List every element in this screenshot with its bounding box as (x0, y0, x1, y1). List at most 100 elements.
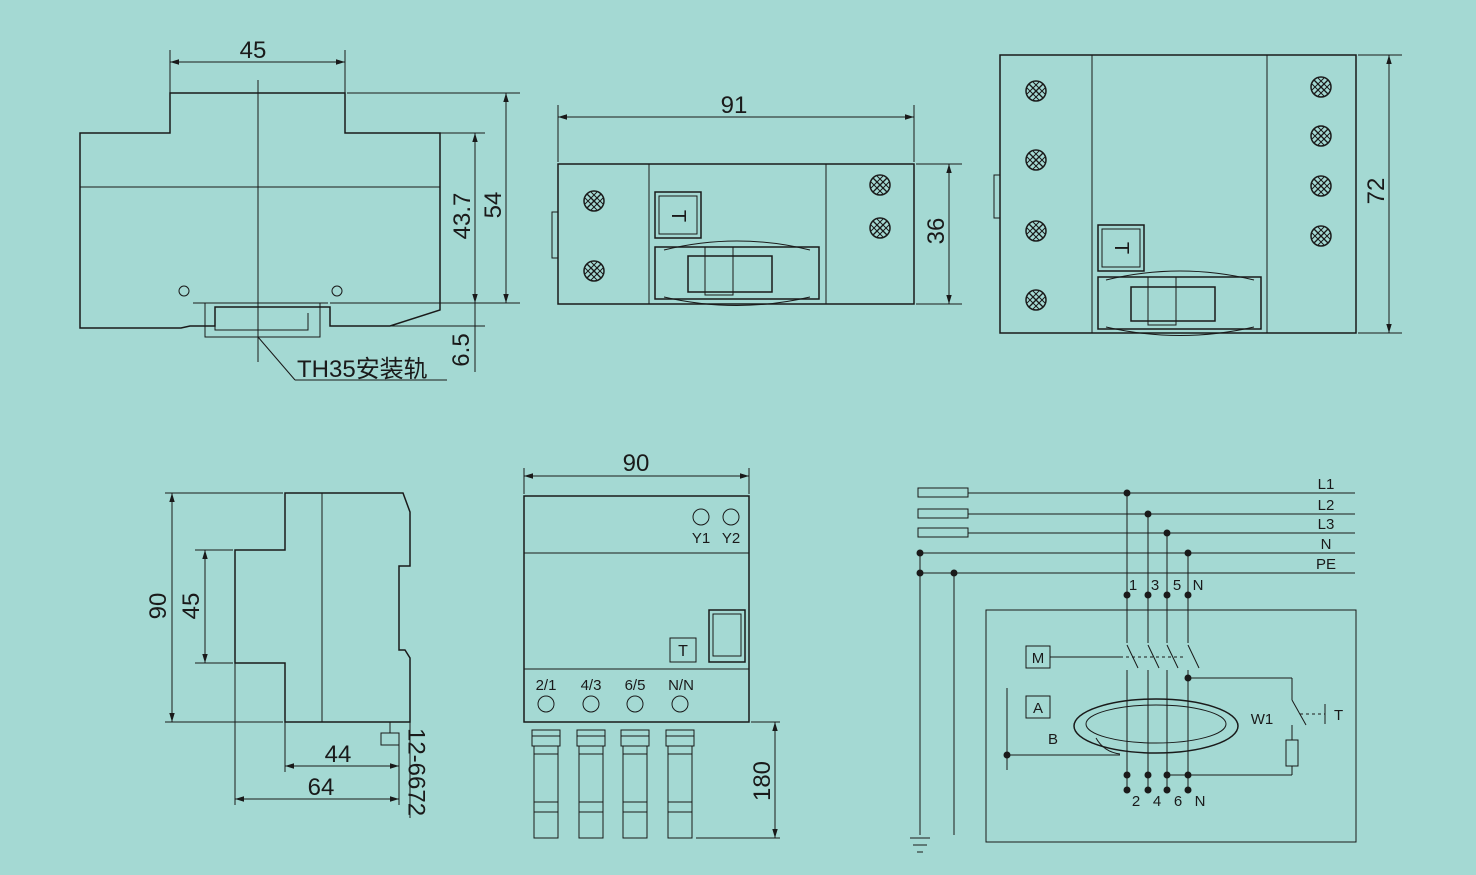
side-clip (993, 174, 1001, 219)
fuse (917, 508, 969, 519)
terminal-screw (1025, 220, 1047, 242)
terminal-screw (1310, 225, 1332, 247)
test-button-label: T (678, 643, 688, 660)
main-terminal-label: 2/1 (536, 677, 557, 694)
rail-leader (257, 336, 296, 381)
terminal-screw (1025, 149, 1047, 171)
lever-frame (654, 246, 820, 300)
terminal-screw (1310, 175, 1332, 197)
profile-view: 90 45 44 64 12-6672 (145, 492, 430, 818)
test-button (1101, 228, 1141, 268)
dim-height-label: 72 (1363, 178, 1390, 205)
handle (712, 613, 742, 657)
toggle-lever (1130, 286, 1216, 322)
junction (1184, 591, 1192, 599)
dim-total-height-label: 90 (145, 593, 172, 620)
pole (1144, 510, 1160, 794)
motor-box-label: M (1032, 650, 1045, 667)
input-terminal-label: 3 (1151, 577, 1159, 594)
amplifier-box (1025, 695, 1051, 719)
ground-symbol (910, 837, 930, 853)
terminal-screw (1025, 289, 1047, 311)
amplifier-box-label: A (1033, 700, 1043, 717)
terminal-screw (1310, 76, 1332, 98)
test-button (669, 637, 697, 663)
junction (1163, 771, 1171, 779)
output-terminal-label: 2 (1132, 793, 1140, 810)
main-terminal (582, 695, 600, 713)
lever-guide (663, 240, 811, 306)
output-terminal-label: 4 (1153, 793, 1161, 810)
dim-body-height-label: 43.7 (449, 193, 476, 240)
main-terminal-label: 4/3 (581, 677, 602, 694)
junction (1144, 771, 1152, 779)
profile-outline (234, 492, 411, 723)
dim-depth-front-label: 44 (325, 741, 352, 768)
junction (1123, 786, 1131, 794)
toggle-lever-grip (1147, 276, 1177, 326)
junction (1163, 591, 1171, 599)
junction (1123, 771, 1131, 779)
mount-hole (178, 285, 190, 297)
front-large-body (999, 54, 1357, 334)
terminal-screw (869, 217, 891, 239)
profile-tab (380, 732, 400, 746)
pole (1123, 489, 1139, 794)
test-resistor (1285, 739, 1299, 767)
dim-width-label: 90 (623, 450, 650, 477)
pole (1163, 529, 1179, 794)
test-button-frame (1097, 224, 1145, 272)
terminal-screw (1025, 80, 1047, 102)
lead-wires (531, 729, 695, 839)
dim-width-label: 91 (721, 92, 748, 119)
junction (1144, 786, 1152, 794)
main-terminal (671, 695, 689, 713)
main-terminal (626, 695, 644, 713)
terminal-body (523, 495, 750, 723)
input-terminal-label: 1 (1129, 577, 1137, 594)
handle-window (708, 609, 746, 663)
front-view-large: T 72 (993, 54, 1402, 336)
line-label: PE (1316, 556, 1336, 573)
terminal-screw (583, 190, 605, 212)
lever-guide (1105, 270, 1255, 336)
output-terminal-label: 6 (1174, 793, 1182, 810)
lead-wire (665, 729, 695, 839)
junction (1123, 591, 1131, 599)
lead-wire (531, 729, 561, 839)
main-terminal-label: N/N (668, 677, 694, 694)
main-terminal-label: 6/5 (625, 677, 646, 694)
label-w1: W1 (1251, 711, 1274, 728)
drawing-number: 12-6672 (403, 728, 430, 816)
fuse (917, 527, 969, 538)
terminal-screw (1310, 125, 1332, 147)
junction (916, 549, 924, 557)
poles (1123, 489, 1200, 794)
main-terminal (537, 695, 555, 713)
test-button-label: T (667, 210, 689, 222)
fuse (917, 487, 969, 498)
test-button-label: T (1110, 242, 1132, 254)
lead-wire (576, 729, 606, 839)
line-label: N (1321, 536, 1332, 553)
junction (950, 569, 958, 577)
terminal-view: Y1 Y2 T 2/1 4/3 6/5 N/N 90 180 (523, 450, 780, 839)
junction (1144, 591, 1152, 599)
terminal-screw (869, 174, 891, 196)
aux-terminal-y1 (692, 508, 710, 526)
device-box (985, 609, 1357, 843)
aux-terminal-label: Y2 (722, 530, 740, 547)
line-label: L3 (1318, 516, 1335, 533)
input-terminal-label: 5 (1173, 577, 1181, 594)
line-label: L1 (1318, 476, 1335, 493)
terminal-screw (583, 260, 605, 282)
label-b: B (1048, 731, 1058, 748)
toggle-lever (687, 255, 773, 293)
dim-height-label: 36 (923, 218, 950, 245)
din-rail (193, 302, 328, 338)
junction (1163, 529, 1171, 537)
junction (1184, 549, 1192, 557)
junction (1163, 786, 1171, 794)
current-transformer-inner (1085, 704, 1227, 744)
